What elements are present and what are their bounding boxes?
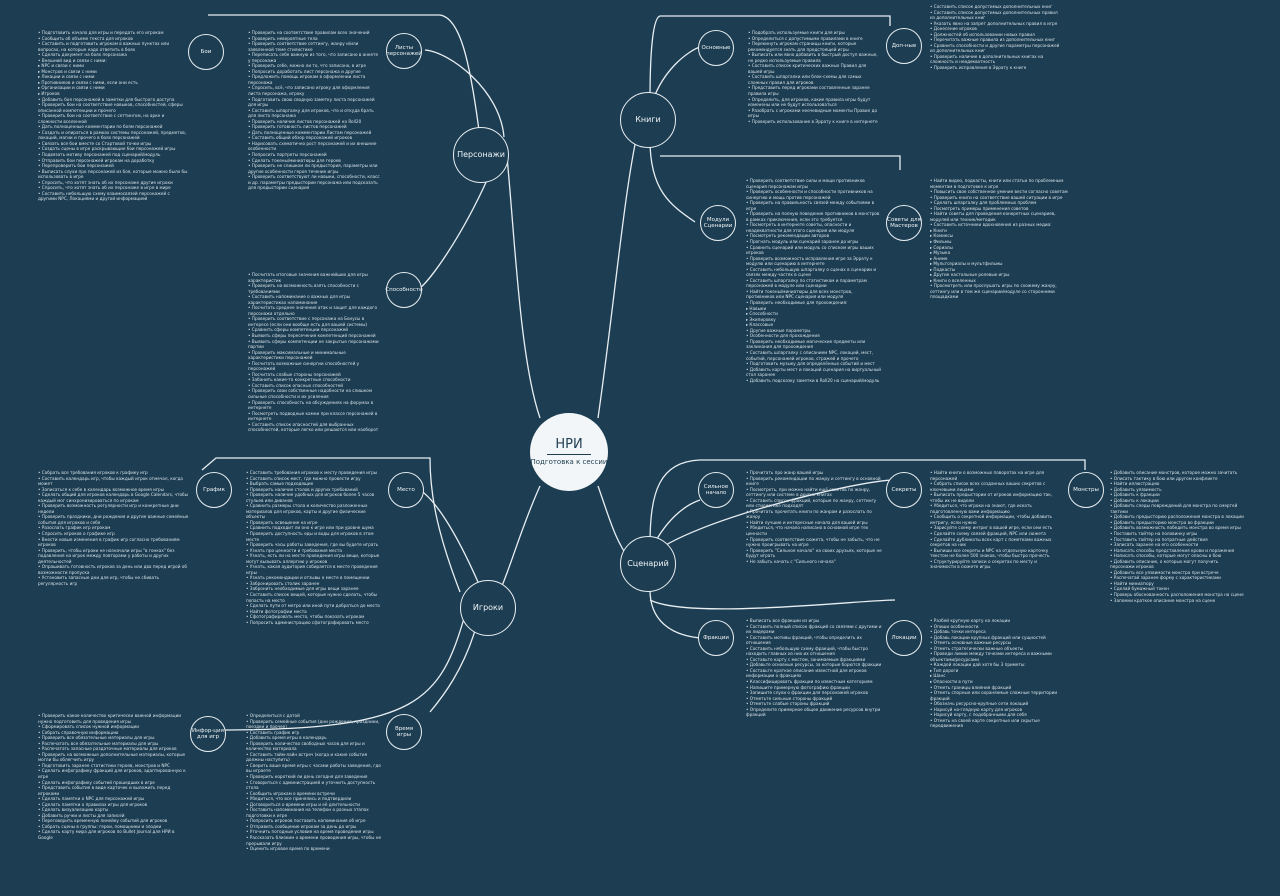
notes-master-tips: • Найти видео, подкасты, книги или стать… (930, 178, 1068, 300)
node-basic[interactable]: Основные (698, 30, 734, 66)
node-extra[interactable]: Доп-ные (886, 28, 922, 64)
node-battles[interactable]: Бои (188, 34, 224, 70)
notes-place: • Составить требования игроков к месту п… (246, 470, 380, 625)
root-title: НРИ (547, 437, 591, 456)
node-info[interactable]: Инфор-ция для игр (190, 716, 226, 752)
node-place[interactable]: Место (388, 472, 424, 508)
notes-extra: • Составить список допустимых дополнител… (930, 4, 1060, 71)
notes-factions: • Выписать все фракции из игры • Состави… (746, 618, 882, 718)
node-abilities[interactable]: Способности (385, 272, 423, 308)
branch-characters[interactable]: Персонажи (453, 127, 509, 183)
root-node[interactable]: НРИ Подготовка к сессии (530, 413, 608, 491)
notes-char-sheets: • Проверить на соответствие правилам все… (248, 30, 380, 191)
notes-modules: • Проверить соответствие силы и мощи про… (746, 178, 881, 383)
node-factions[interactable]: Фракции (698, 620, 734, 656)
node-schedule[interactable]: График (196, 472, 232, 508)
node-char-sheets[interactable]: Листы персонажей (386, 33, 422, 69)
root-subtitle: Подготовка к сессии (530, 458, 608, 467)
notes-abilities: • Посчитать итоговые значения важнейших … (248, 272, 379, 433)
node-master-tips[interactable]: Советы для Мастеров (886, 205, 922, 241)
branch-books[interactable]: Книги (620, 92, 676, 148)
node-scene-start[interactable]: Сильное начало (698, 472, 734, 508)
notes-locations: • Разбей крупную карту на локации • Опиш… (930, 618, 1058, 729)
node-game-time[interactable]: Время игры (386, 714, 422, 750)
notes-basic: • Подобрать используемые книги для игры … (748, 30, 878, 124)
node-locations[interactable]: Локации (886, 620, 922, 656)
node-monsters[interactable]: Монстры (1068, 472, 1104, 508)
notes-secrets: • Найти книги о возможных поворотах на и… (930, 470, 1053, 570)
notes-schedule: • Собрать все требования игроков к графи… (38, 470, 189, 586)
notes-info: • Проверить какое количество критически … (38, 713, 186, 841)
notes-game-time: • Определиться с датой • Проверить семей… (246, 713, 382, 852)
node-modules[interactable]: Модули Сценарии (700, 205, 736, 241)
branch-games[interactable]: Игроки (460, 580, 516, 636)
branch-scenario[interactable]: Сценарий (620, 536, 676, 592)
notes-monsters: • Добавить описание монстров, которое мо… (1110, 470, 1244, 603)
node-secrets[interactable]: Секреты (886, 472, 922, 508)
notes-battles: • Подготовить начало для игры и передать… (38, 30, 188, 202)
notes-scene-start: • Прочитать про жанр вашей игры • Провер… (746, 470, 882, 564)
